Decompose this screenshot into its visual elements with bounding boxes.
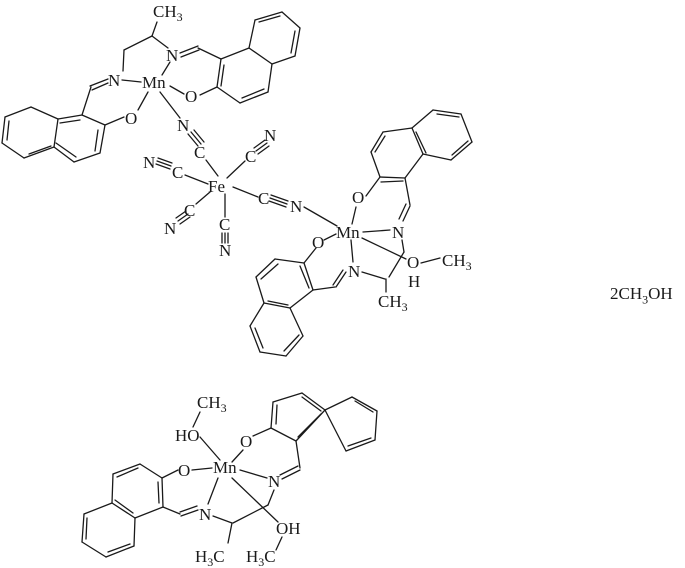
solvent-suffix: OH <box>648 284 673 303</box>
imine-n-label: N <box>199 505 211 524</box>
imine-n-label: N <box>268 472 280 491</box>
methyl-label: H3C <box>195 547 225 568</box>
cyano-c-label: C <box>219 215 230 234</box>
ferricyanide-core: Fe N C C N C N C N C N <box>143 126 338 260</box>
cyano-c-label: C <box>245 147 256 166</box>
cyano-n-label: N <box>219 241 231 260</box>
cyano-c-label: C <box>258 189 269 208</box>
mn-label: Mn <box>213 458 237 477</box>
phenoxide-o-label: O <box>312 233 324 252</box>
right-mn-unit: Mn O N O N O CH3 H CH3 <box>249 109 473 357</box>
phenoxide-o-label: O <box>352 188 364 207</box>
cyano-n-label: N <box>164 219 176 238</box>
cyano-c-label: C <box>194 143 205 162</box>
fe-label: Fe <box>208 177 225 196</box>
methanol-o-label: O <box>407 253 419 272</box>
methyl-label: CH3 <box>153 2 183 24</box>
mn-label: Mn <box>336 223 360 242</box>
phenoxide-o-label: O <box>240 432 252 451</box>
methyl-label: CH3 <box>197 393 227 415</box>
solvent-subscript: 3 <box>642 292 649 307</box>
solvent-label: 2CH3OH <box>610 284 673 307</box>
cyano-n-label: N <box>177 116 189 135</box>
phenoxide-o-label: O <box>125 109 137 128</box>
cyano-n-label: N <box>143 153 155 172</box>
mn-label: Mn <box>142 73 166 92</box>
imine-n-label: N <box>348 262 360 281</box>
upper-mn-unit: CH3 N N Mn O O N C <box>1 2 301 163</box>
imine-n-label: N <box>392 223 404 242</box>
cyano-n-label: N <box>264 126 276 145</box>
lower-mn-unit: CH3 HO Mn O O N N OH H3C H3C <box>81 392 378 568</box>
solvent-prefix: 2CH <box>610 284 643 303</box>
imine-n-label: N <box>108 71 120 90</box>
methyl-label: CH3 <box>378 292 408 314</box>
methyl-label: CH3 <box>442 251 472 273</box>
hydroxyl-label: OH <box>276 519 301 538</box>
cyano-c-label: C <box>172 163 183 182</box>
phenoxide-o-label: O <box>185 87 197 106</box>
phenoxide-o-label: O <box>178 461 190 480</box>
hydroxyl-h-label: H <box>408 272 420 291</box>
imine-n-label: N <box>166 46 178 65</box>
methyl-label: H3C <box>246 547 276 568</box>
cyano-c-label: C <box>184 201 195 220</box>
cyano-n-label: N <box>290 197 302 216</box>
hydroxyl-label: HO <box>175 426 200 445</box>
